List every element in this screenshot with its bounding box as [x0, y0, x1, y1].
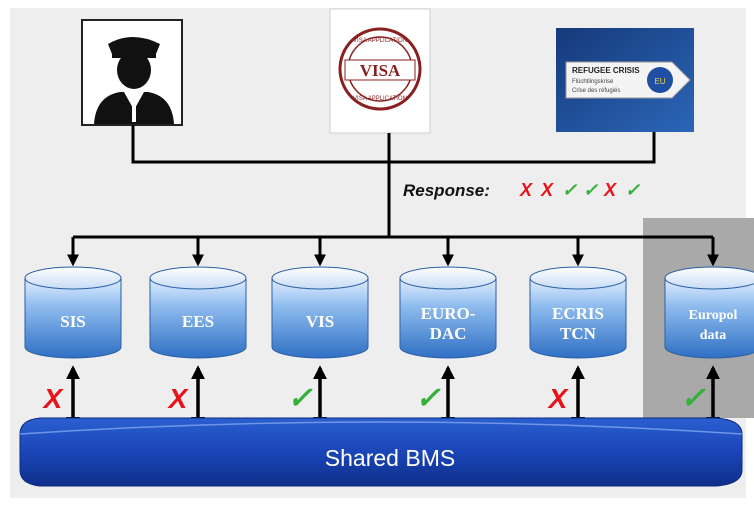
svg-text:EU: EU [654, 77, 665, 86]
database-top [529, 266, 627, 290]
database-label: SIS [60, 312, 86, 331]
database-label: ECRIS [552, 304, 604, 323]
database-label-line2: TCN [560, 324, 597, 343]
police-officer-icon [81, 19, 183, 126]
no-match-x-icon: X [42, 383, 65, 414]
visa-stamp-text: VISA [360, 61, 401, 80]
database-sis: SIS X [24, 237, 122, 431]
database-cylinder [149, 277, 247, 359]
match-check-icon: ✓ [415, 382, 441, 415]
sign-line-2: Flüchtlingskrise [572, 79, 614, 85]
response-mark-3: ✓ [562, 180, 578, 200]
database-europol: Europol data ✓ [664, 237, 754, 431]
database-top [149, 266, 247, 290]
database-label: Europol [689, 308, 738, 323]
database-top [399, 266, 497, 290]
response-label: Response: [403, 181, 490, 200]
database-label-line2: DAC [430, 324, 467, 343]
database-cylinder [664, 277, 754, 359]
sign-line-1: REFUGEE CRISIS [572, 66, 640, 75]
response-mark-1: X [519, 180, 533, 200]
source-merge-line [131, 125, 656, 164]
response-mark-2: X [540, 180, 554, 200]
match-check-icon: ✓ [287, 382, 313, 415]
no-match-x-icon: X [547, 383, 570, 414]
source-connectors [73, 125, 713, 239]
database-top [271, 266, 369, 290]
database-cylinder [399, 277, 497, 359]
sign-line-3: Crise des réfugiés [572, 88, 620, 94]
database-vis: VIS ✓ [271, 237, 369, 431]
database-top [24, 266, 122, 290]
database-cylinder [24, 277, 122, 359]
visa-ring-text-bottom: VISA APPLICATION [353, 96, 407, 102]
database-cylinder [271, 277, 369, 359]
visa-stamp-icon: VISA VISA APPLICATION VISA APPLICATION [329, 8, 431, 134]
database-label: EURO- [421, 304, 476, 323]
refugee-crisis-sign-icon: EU REFUGEE CRISIS Flüchtlingskrise Crise… [556, 28, 694, 132]
database-label-line2: data [700, 328, 726, 343]
database-label: VIS [306, 312, 334, 331]
shared-bms-bar: Shared BMS [19, 417, 743, 487]
visa-ring-text-top: VISA APPLICATION [353, 38, 407, 44]
database-ees: EES X [149, 237, 247, 431]
response-mark-5: X [603, 180, 617, 200]
response-mark-6: ✓ [625, 180, 641, 200]
database-top [664, 266, 754, 290]
database-cylinder [529, 277, 627, 359]
no-match-x-icon: X [167, 383, 190, 414]
database-label: EES [182, 312, 214, 331]
match-check-icon: ✓ [680, 382, 706, 415]
shared-bms-label: Shared BMS [325, 445, 455, 471]
response-mark-4: ✓ [583, 180, 599, 200]
